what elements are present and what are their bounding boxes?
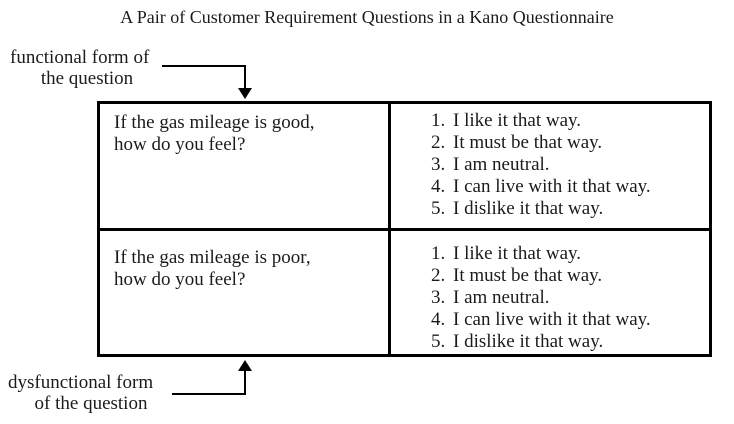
arrow-up-icon bbox=[238, 360, 252, 371]
option-item: 4. I can live with it that way. bbox=[431, 176, 709, 198]
label-dysfunctional-line1: dysfunctional form bbox=[8, 372, 154, 393]
functional-connector-hline bbox=[162, 65, 246, 67]
option-number: 1. bbox=[431, 243, 446, 264]
option-item: 5. I dislike it that way. bbox=[431, 198, 709, 220]
option-item: 1. I like it that way. bbox=[431, 243, 709, 265]
label-functional-line1: functional form of bbox=[10, 47, 150, 68]
label-dysfunctional-line2: of the question bbox=[34, 393, 148, 414]
dysfunctional-connector-vline bbox=[244, 369, 246, 395]
option-text: I like it that way. bbox=[453, 110, 582, 131]
option-number: 3. bbox=[431, 154, 446, 175]
option-text: It must be that way. bbox=[453, 132, 603, 153]
dysfunctional-connector-hline bbox=[172, 393, 246, 395]
option-number: 4. bbox=[431, 309, 446, 330]
option-text: I can live with it that way. bbox=[453, 309, 651, 330]
question-line: If the gas mileage is good, bbox=[114, 112, 315, 133]
label-dysfunctional-form: dysfunctional form of the question bbox=[8, 372, 174, 414]
kano-question-table: If the gas mileage is good, how do you f… bbox=[97, 101, 712, 357]
label-functional-line2: the question bbox=[40, 68, 134, 89]
options-cell-dysfunctional: 1. I like it that way. 2. It must be tha… bbox=[391, 231, 709, 354]
option-number: 5. bbox=[431, 198, 446, 219]
functional-connector-vline bbox=[244, 65, 246, 91]
option-item: 2. It must be that way. bbox=[431, 132, 709, 154]
option-text: It must be that way. bbox=[453, 265, 603, 286]
question-line: If the gas mileage is poor, bbox=[114, 247, 311, 268]
option-number: 2. bbox=[431, 132, 446, 153]
option-text: I am neutral. bbox=[453, 154, 550, 175]
option-item: 4. I can live with it that way. bbox=[431, 309, 709, 331]
options-cell-functional: 1. I like it that way. 2. It must be tha… bbox=[391, 104, 709, 231]
option-number: 2. bbox=[431, 265, 446, 286]
question-cell-dysfunctional: If the gas mileage is poor, how do you f… bbox=[100, 231, 391, 354]
figure-title: A Pair of Customer Requirement Questions… bbox=[120, 7, 614, 27]
option-number: 4. bbox=[431, 176, 446, 197]
option-text: I dislike it that way. bbox=[453, 198, 604, 219]
option-item: 2. It must be that way. bbox=[431, 265, 709, 287]
option-text: I am neutral. bbox=[453, 287, 550, 308]
option-text: I can live with it that way. bbox=[453, 176, 651, 197]
option-text: I dislike it that way. bbox=[453, 331, 604, 352]
question-line: how do you feel? bbox=[114, 134, 246, 155]
option-item: 1. I like it that way. bbox=[431, 110, 709, 132]
options-list: 1. I like it that way. 2. It must be tha… bbox=[391, 104, 709, 220]
options-list: 1. I like it that way. 2. It must be tha… bbox=[391, 231, 709, 353]
question-cell-functional: If the gas mileage is good, how do you f… bbox=[100, 104, 391, 231]
option-item: 3. I am neutral. bbox=[431, 287, 709, 309]
option-number: 3. bbox=[431, 287, 446, 308]
option-item: 5. I dislike it that way. bbox=[431, 331, 709, 353]
label-functional-form: functional form of the question bbox=[10, 47, 164, 89]
question-line: how do you feel? bbox=[114, 269, 246, 290]
arrow-down-icon bbox=[238, 88, 252, 99]
option-text: I like it that way. bbox=[453, 243, 582, 264]
option-item: 3. I am neutral. bbox=[431, 154, 709, 176]
option-number: 5. bbox=[431, 331, 446, 352]
option-number: 1. bbox=[431, 110, 446, 131]
